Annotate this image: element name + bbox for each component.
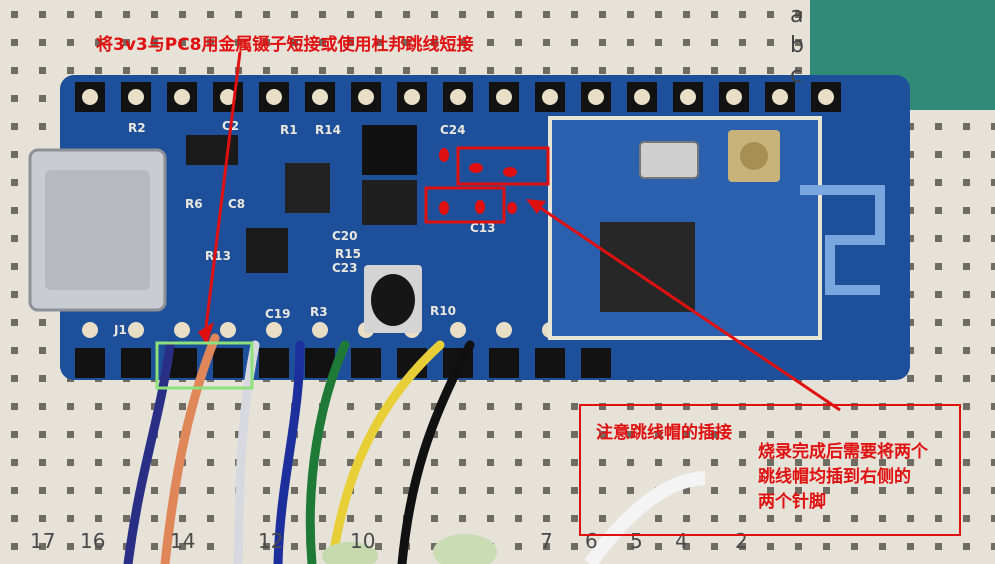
jumper-highlight-box bbox=[424, 186, 506, 224]
header-pin bbox=[259, 322, 289, 378]
pcb-label: C13 bbox=[470, 221, 496, 235]
pcb-label: C23 bbox=[332, 261, 358, 275]
header-pin bbox=[397, 82, 427, 112]
jumper-note: 注意跳线帽的插接 bbox=[596, 423, 732, 443]
row-letter: a bbox=[790, 3, 803, 28]
note-box bbox=[579, 404, 961, 536]
pin-highlight-box bbox=[155, 341, 254, 390]
pcb-label: R14 bbox=[315, 123, 341, 137]
wire bbox=[273, 340, 305, 564]
led bbox=[322, 542, 378, 564]
crystal bbox=[639, 141, 699, 179]
pcb-label: C19 bbox=[265, 307, 291, 321]
wire bbox=[397, 340, 475, 564]
row-letter: c bbox=[790, 63, 802, 88]
pcb-label: R2 bbox=[128, 121, 146, 135]
header-pin bbox=[765, 82, 795, 112]
pcb-label: R1 bbox=[280, 123, 298, 137]
shorting-instruction: 将3v3与PC8用金属镊子短接或使用杜邦跳线短接 bbox=[96, 35, 474, 55]
header-pin bbox=[535, 82, 565, 112]
header-pin bbox=[351, 82, 381, 112]
header-pin bbox=[489, 322, 519, 378]
header-pin bbox=[167, 82, 197, 112]
header-pin bbox=[213, 322, 243, 378]
burn-note-line: 两个针脚 bbox=[758, 492, 826, 512]
pcb-label: R6 bbox=[185, 197, 203, 211]
wire bbox=[305, 340, 350, 564]
col-number: 10 bbox=[350, 529, 375, 553]
burn-note-line: 烧录完成后需要将两个 bbox=[758, 442, 928, 462]
header-pin bbox=[305, 82, 335, 112]
wire bbox=[327, 340, 445, 564]
col-number: 2 bbox=[735, 529, 748, 553]
annotation-graphics bbox=[198, 51, 961, 536]
header-pin bbox=[259, 82, 289, 112]
pcb-label: J1 bbox=[113, 323, 127, 337]
wire bbox=[160, 333, 220, 564]
pcb-label: R10 bbox=[430, 304, 456, 318]
pcb-label: R3 bbox=[310, 305, 328, 319]
dupont-wires bbox=[123, 333, 475, 564]
col-number: 6 bbox=[585, 529, 598, 553]
header-pin bbox=[75, 322, 105, 378]
header-pin bbox=[673, 82, 703, 112]
col-number: 5 bbox=[630, 529, 643, 553]
arrow-to-pins bbox=[204, 51, 242, 328]
header-pin bbox=[811, 82, 841, 112]
header-pin bbox=[213, 82, 243, 112]
top-header-pins bbox=[75, 82, 841, 112]
col-number: 12 bbox=[258, 529, 283, 553]
header-pin bbox=[581, 82, 611, 112]
col-number: 16 bbox=[80, 529, 105, 553]
led bbox=[433, 534, 497, 564]
header-pin bbox=[75, 82, 105, 112]
header-pin bbox=[167, 322, 197, 378]
jumper-caps bbox=[362, 125, 417, 175]
col-number: 7 bbox=[540, 529, 553, 553]
col-number: 14 bbox=[170, 529, 195, 553]
header-pin bbox=[121, 322, 151, 378]
pcb-label: C24 bbox=[440, 123, 466, 137]
header-pin bbox=[443, 82, 473, 112]
col-number: 4 bbox=[675, 529, 688, 553]
wire bbox=[233, 340, 260, 564]
col-number: 17 bbox=[30, 529, 55, 553]
breadboard-row-letters: abc bbox=[790, 3, 804, 88]
pcb-label: R13 bbox=[205, 249, 231, 263]
white-wire bbox=[584, 471, 706, 564]
pcb-label: C8 bbox=[228, 197, 245, 211]
arrow-to-jumpers bbox=[535, 203, 841, 412]
bottom-header-pins bbox=[75, 322, 611, 378]
burn-note-line: 跳线帽均插到右侧的 bbox=[758, 467, 911, 487]
main-chip bbox=[600, 222, 695, 312]
header-pin bbox=[121, 82, 151, 112]
header-pin bbox=[719, 82, 749, 112]
row-letter: b bbox=[790, 33, 804, 58]
burn-complete-note: 烧录完成后需要将两个 跳线帽均插到右侧的 两个针脚 bbox=[758, 440, 928, 515]
jumper-highlight-box bbox=[456, 146, 550, 186]
pcb-label: C20 bbox=[332, 229, 358, 243]
pcb-antenna bbox=[800, 185, 885, 295]
regulator bbox=[285, 163, 330, 213]
inductor bbox=[246, 228, 288, 273]
wire bbox=[123, 340, 175, 564]
header-pin bbox=[627, 82, 657, 112]
pcb-label: R15 bbox=[335, 247, 361, 261]
header-pin bbox=[489, 82, 519, 112]
